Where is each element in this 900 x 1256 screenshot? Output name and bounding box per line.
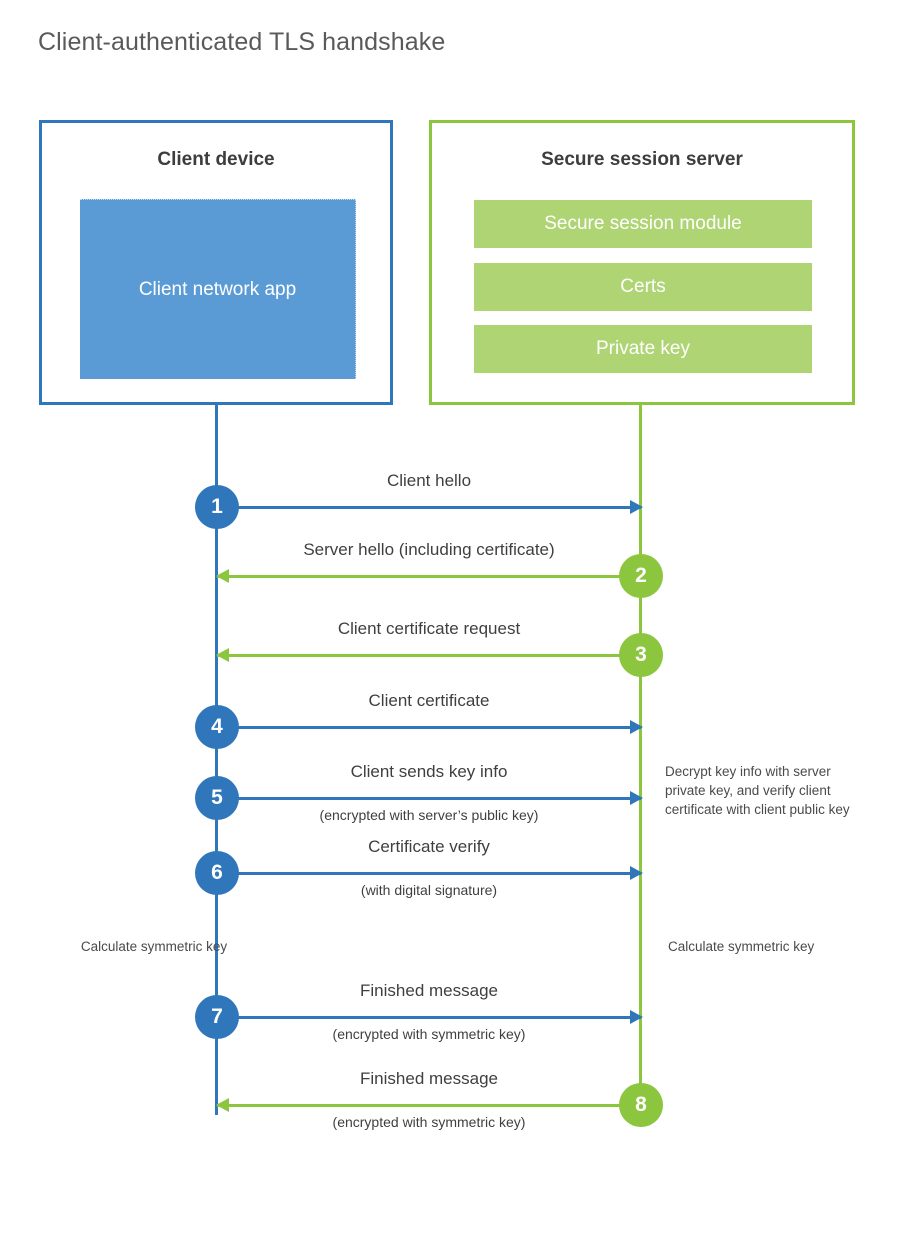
client-calculate-symmetric-key-note: Calculate symmetric key [80, 939, 228, 954]
client-device-title: Client device [157, 149, 275, 170]
server-decrypt-note: Decrypt key info with server private key… [665, 764, 850, 818]
step-badge-4[interactable]: 4 [195, 705, 239, 749]
client-lifeline [215, 403, 218, 1115]
secure-session-server-title: Secure session server [541, 149, 743, 170]
client-network-app-block: Client network app [80, 199, 356, 379]
client-device-box: Client device Client network app [39, 120, 393, 405]
message-sublabel-7: (encrypted with symmetric key) [332, 1026, 526, 1042]
step-badge-1[interactable]: 1 [195, 485, 239, 529]
arrowhead-icon-6 [630, 866, 643, 880]
message-label-6: Certificate verify [368, 837, 490, 856]
step-badge-2[interactable]: 2 [619, 554, 663, 598]
message-arrow-line-4 [217, 726, 641, 729]
message-sublabel-6: (with digital signature) [360, 882, 498, 898]
step-badge-3[interactable]: 3 [619, 633, 663, 677]
message-arrow-line-6 [217, 872, 641, 875]
server-component-certs: Certs [474, 263, 812, 311]
arrowhead-icon-1 [630, 500, 643, 514]
server-calculate-symmetric-key-note: Calculate symmetric key [668, 939, 815, 954]
message-arrow-line-3 [217, 654, 641, 657]
message-arrow-line-5 [217, 797, 641, 800]
message-arrow-line-1 [217, 506, 641, 509]
server-component-secure-session-module: Secure session module [474, 200, 812, 248]
step-badge-6[interactable]: 6 [195, 851, 239, 895]
server-component-private-key: Private key [474, 325, 812, 373]
step-badge-5[interactable]: 5 [195, 776, 239, 820]
arrowhead-icon-7 [630, 1010, 643, 1024]
arrowhead-icon-3 [216, 648, 229, 662]
message-arrow-line-7 [217, 1016, 641, 1019]
server-lifeline [639, 403, 642, 1107]
message-label-5: Client sends key info [350, 762, 508, 781]
message-label-2: Server hello (including certificate) [303, 540, 555, 559]
arrowhead-icon-4 [630, 720, 643, 734]
step-badge-8[interactable]: 8 [619, 1083, 663, 1127]
message-arrow-line-2 [217, 575, 641, 578]
message-sublabel-8: (encrypted with symmetric key) [332, 1114, 526, 1130]
arrowhead-icon-8 [216, 1098, 229, 1112]
message-label-3: Client certificate request [337, 619, 521, 638]
message-label-4: Client certificate [368, 691, 490, 710]
message-label-1: Client hello [386, 471, 472, 490]
message-label-8: Finished message [360, 1069, 498, 1088]
secure-session-server-box: Secure session server Secure session mod… [429, 120, 855, 405]
step-badge-7[interactable]: 7 [195, 995, 239, 1039]
message-label-7: Finished message [360, 981, 498, 1000]
message-sublabel-5: (encrypted with server’s public key) [319, 807, 539, 823]
page-title: Client-authenticated TLS handshake [38, 28, 446, 56]
arrowhead-icon-2 [216, 569, 229, 583]
message-arrow-line-8 [217, 1104, 641, 1107]
arrowhead-icon-5 [630, 791, 643, 805]
